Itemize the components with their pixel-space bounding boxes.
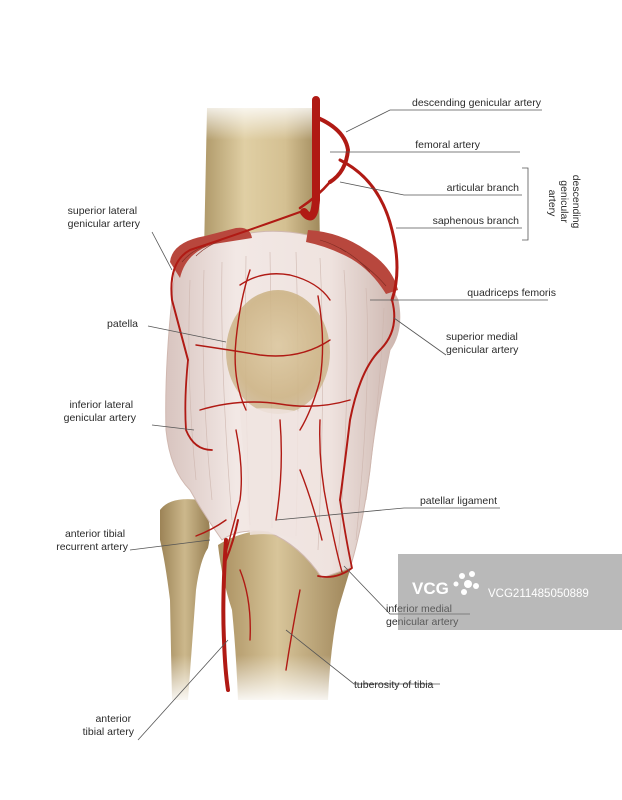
patellar-ligament-shape: [240, 408, 312, 540]
label-patellar-ligament: patellar ligament: [420, 495, 497, 507]
superior-lateral-genicular-vessel: [170, 211, 301, 361]
inferior-medial-genicular-vessel: [317, 499, 353, 578]
label-anterior-tibial-artery: anterior tibial artery: [83, 713, 135, 738]
quadriceps-muscle: [170, 227, 252, 278]
label-patella: patella: [107, 318, 138, 330]
articular-branch-vessel: [298, 180, 332, 210]
vcg-watermark: VCG VCG211485050889: [398, 554, 622, 630]
quadriceps-muscle-medial: [306, 230, 398, 294]
label-descending-genicular-artery: descending genicular artery: [412, 97, 542, 109]
arteries: [170, 96, 399, 692]
femur-top-fade: [200, 100, 325, 140]
patella-bone: [226, 290, 330, 414]
anterior-tibial-artery-vessel: [221, 538, 230, 692]
watermark-logo-text: VCG: [412, 579, 449, 598]
label-superior-medial-genicular-artery: superior medial genicular artery: [446, 331, 521, 356]
watermark-code: VCG211485050889: [488, 588, 589, 600]
label-femoral-artery: femoral artery: [415, 139, 481, 151]
label-articular-branch: articular branch: [447, 182, 520, 194]
label-inferior-lateral-genicular-artery: inferior lateral genicular artery: [64, 399, 137, 424]
descending-genicular-vessel: [316, 116, 350, 184]
inferior-lateral-genicular-vessel: [184, 359, 213, 451]
watermark-box: [398, 554, 622, 630]
label-saphenous-branch: saphenous branch: [433, 215, 520, 227]
femoral-artery-vessel: [300, 96, 320, 221]
label-tuberosity-of-tibia: tuberosity of tibia: [354, 679, 434, 691]
leader-lines: [129, 109, 548, 741]
fibula: [160, 499, 210, 700]
superior-medial-genicular-vessel: [339, 299, 396, 501]
label-descending-genicular-bracket: descending genicular artery: [546, 175, 582, 232]
leg-bottom-fade: [150, 655, 350, 705]
watermark-logo-icon: [453, 571, 479, 595]
label-superior-lateral-genicular-artery: superior lateral genicular artery: [68, 205, 141, 230]
label-anterior-tibial-recurrent-artery: anterior tibial recurrent artery: [56, 528, 129, 553]
saphenous-branch-vessel: [338, 158, 399, 302]
anterior-tibial-recurrent-vessel: [225, 519, 239, 561]
label-quadriceps-femoris: quadriceps femoris: [467, 287, 556, 299]
